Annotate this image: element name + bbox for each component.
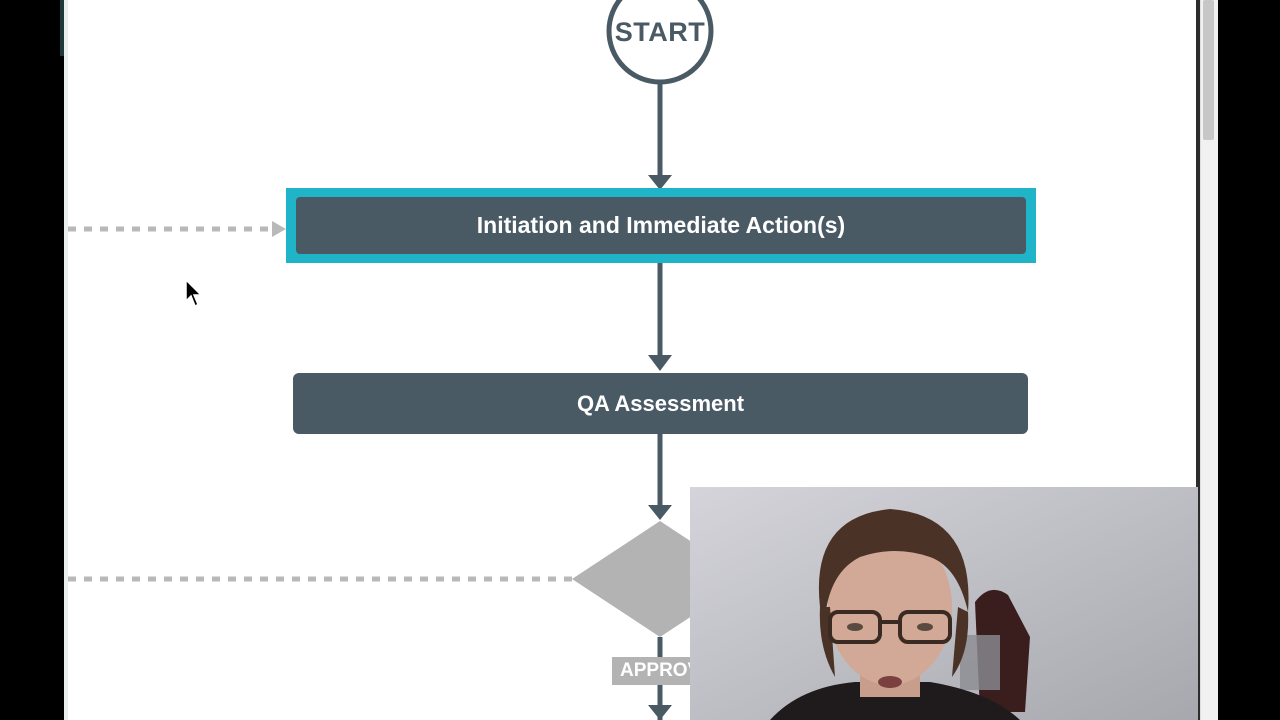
person-face xyxy=(828,529,952,685)
mouse-pointer-icon xyxy=(185,279,203,308)
start-node-label: START xyxy=(614,16,706,47)
arrowhead-bottom xyxy=(648,705,672,720)
canvas-right-edge xyxy=(1196,0,1200,720)
qa-assessment-step[interactable]: QA Assessment xyxy=(293,373,1028,434)
right-frame-bar xyxy=(1218,0,1280,720)
arrowhead-initiation xyxy=(648,175,672,190)
vertical-scrollbar[interactable] xyxy=(1200,0,1218,720)
start-node-circle xyxy=(606,0,714,85)
left-frame-accent xyxy=(60,0,64,56)
glasses-right-lens xyxy=(898,610,952,644)
initiation-step-selected[interactable]: Initiation and Immediate Action(s) xyxy=(286,188,1036,263)
glasses-left-lens xyxy=(828,610,882,644)
arrowhead-decision xyxy=(648,505,672,520)
left-frame-bar xyxy=(0,0,64,720)
scrollbar-thumb[interactable] xyxy=(1203,0,1214,140)
dashed-arrowhead-initiation xyxy=(272,221,286,237)
initiation-step-label: Initiation and Immediate Action(s) xyxy=(296,197,1026,254)
person-shoulders xyxy=(770,682,1020,720)
approve-branch-label: APPROVE xyxy=(612,657,696,685)
webcam-video-frame xyxy=(690,487,1198,720)
arrowhead-qa xyxy=(648,355,672,371)
webcam-overlay xyxy=(690,487,1198,720)
person-hair xyxy=(818,509,969,617)
